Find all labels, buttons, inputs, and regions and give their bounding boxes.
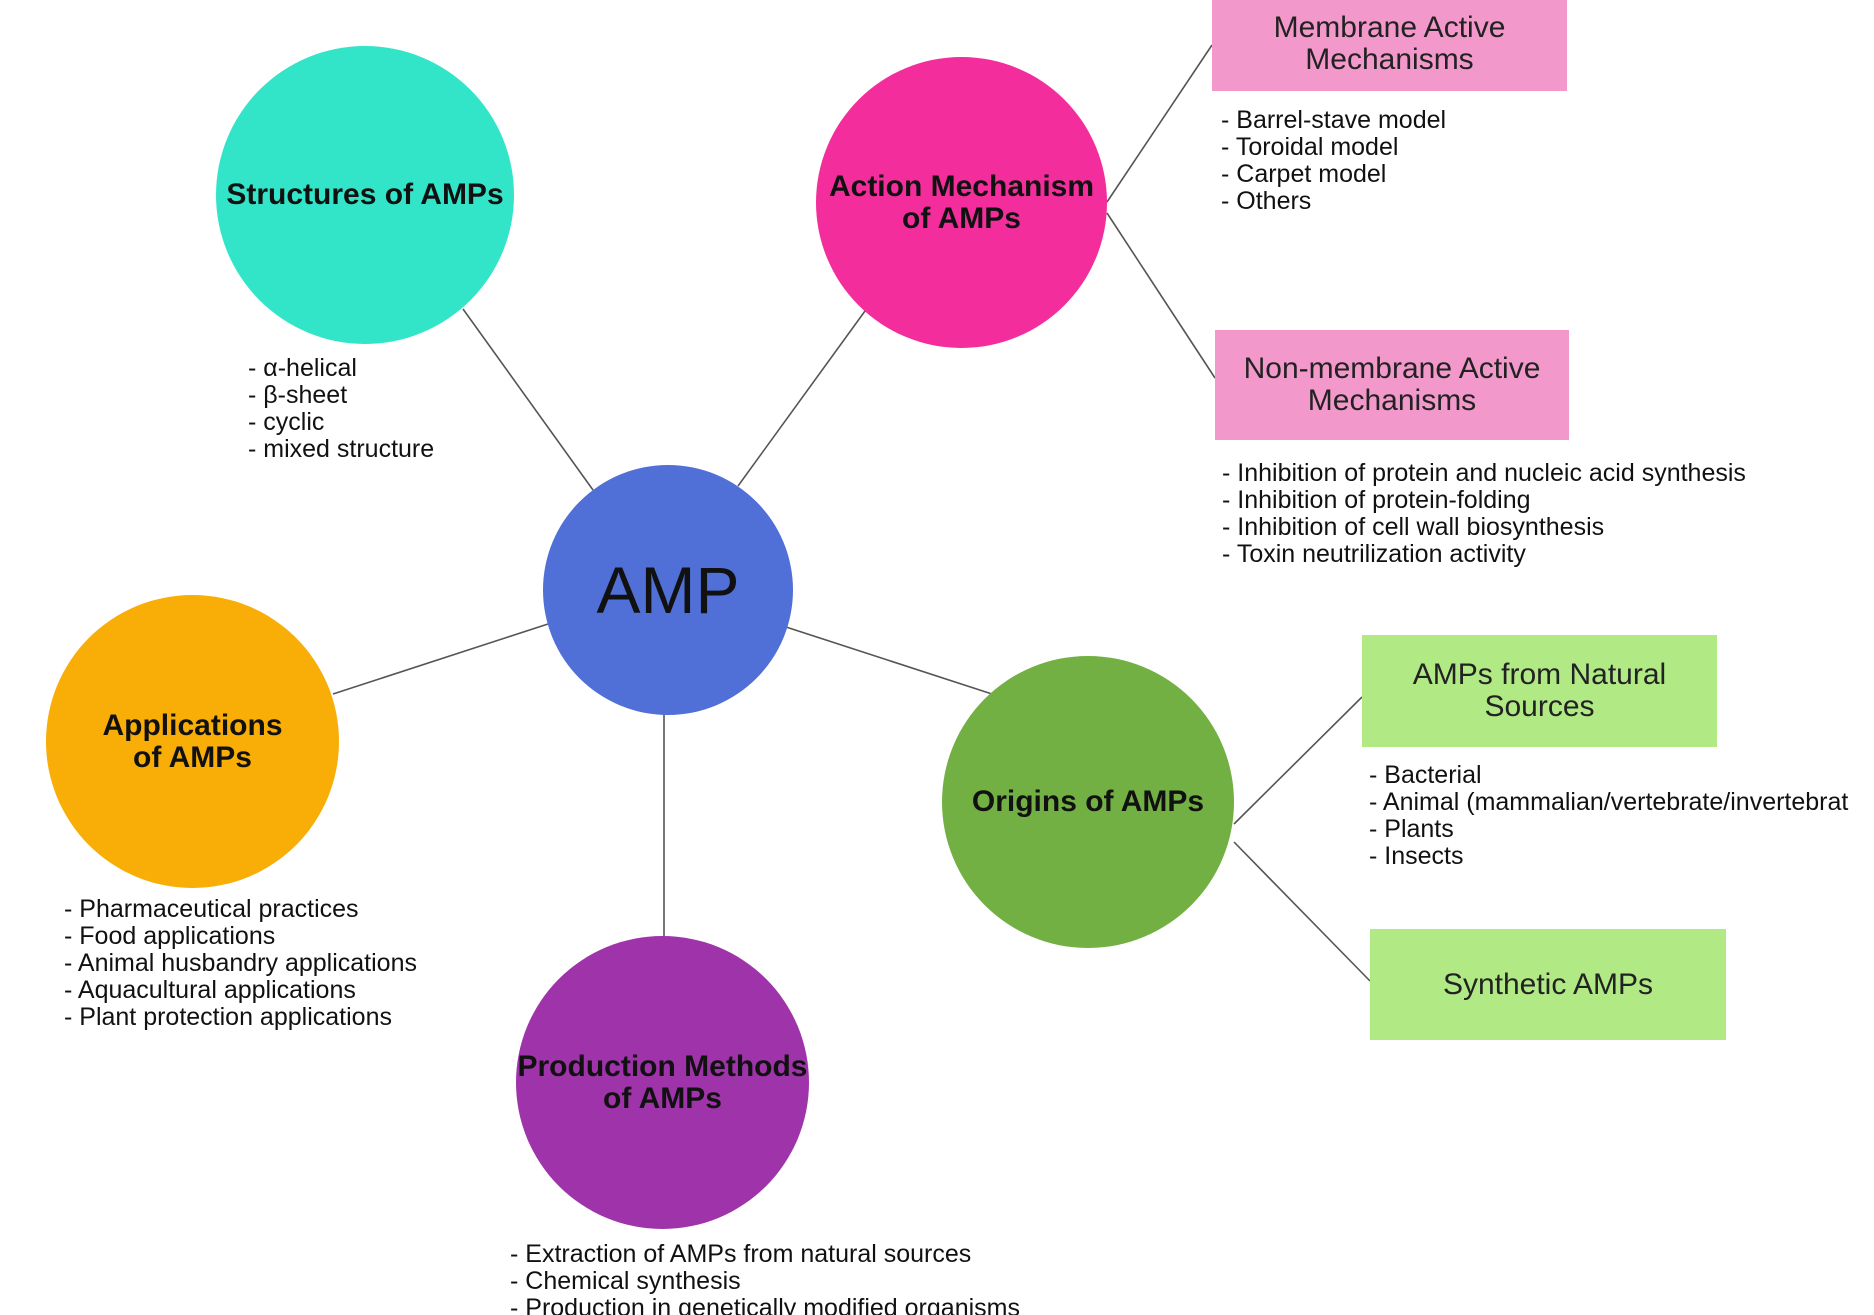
list-item: - cyclic	[248, 408, 325, 436]
connector-center-origins	[785, 626, 993, 695]
list-item: - Inhibition of protein-folding	[1222, 486, 1531, 514]
center-node-amp: AMP	[543, 465, 793, 715]
connector-origins-synthetic	[1233, 841, 1371, 982]
list-item: - Plants	[1369, 815, 1454, 843]
list-item: - Inhibition of cell wall biosynthesis	[1222, 513, 1605, 541]
list-item: - Pharmaceutical practices	[64, 895, 359, 923]
list-item: - Food applications	[64, 922, 276, 950]
connector-origins-natural	[1233, 696, 1363, 825]
applications-list: - Pharmaceutical practices - Food applic…	[64, 896, 417, 1031]
list-item: - Animal husbandry applications	[64, 949, 417, 977]
structures-list: - α-helical - β-sheet - cyclic - mixed s…	[248, 355, 434, 463]
connector-action-membrane	[1106, 44, 1213, 203]
structures-node: Structures of AMPs	[216, 46, 514, 344]
origins-node: Origins of AMPs	[942, 656, 1234, 948]
natural-sources-box: AMPs from Natural Sources	[1362, 635, 1717, 747]
list-item: - Toxin neutrilization activity	[1222, 540, 1526, 568]
applications-node: Applications of AMPs	[46, 595, 339, 888]
membrane-active-list: - Barrel-stave model - Toroidal model - …	[1221, 107, 1446, 215]
list-item: - Bacterial	[1369, 761, 1482, 789]
list-item: - Extraction of AMPs from natural source…	[510, 1240, 972, 1268]
connector-center-applications	[332, 623, 549, 695]
list-item: - β-sheet	[248, 381, 348, 409]
natural-sources-list: - Bacterial - Animal (mammalian/vertebra…	[1369, 762, 1848, 870]
origins-label: Origins of AMPs	[971, 785, 1205, 818]
connector-action-non-membrane	[1106, 212, 1216, 379]
list-item: - Insects	[1369, 842, 1464, 870]
connector-center-structures	[462, 308, 594, 491]
production-methods-label: Production Methods of AMPs	[517, 1049, 808, 1115]
list-item: - Others	[1221, 187, 1312, 215]
non-membrane-active-label: Non-membrane Active Mechanisms	[1243, 352, 1541, 417]
production-methods-list: - Extraction of AMPs from natural source…	[510, 1241, 1020, 1315]
synthetic-amps-box: Synthetic AMPs	[1370, 929, 1726, 1040]
list-item: - Aquacultural applications	[64, 976, 356, 1004]
center-label: AMP	[596, 553, 740, 627]
list-item: - Production in genetically modified org…	[510, 1294, 1020, 1315]
list-item: - Carpet model	[1221, 160, 1387, 188]
list-item: - Toroidal model	[1221, 133, 1399, 161]
list-item: - Plant protection applications	[64, 1003, 392, 1031]
non-membrane-active-list: - Inhibition of protein and nucleic acid…	[1222, 460, 1746, 568]
structures-label: Structures of AMPs	[226, 178, 504, 211]
list-item: - Animal (mammalian/vertebrate/invertebr…	[1369, 788, 1849, 816]
list-item: - mixed structure	[248, 435, 435, 463]
production-methods-node: Production Methods of AMPs	[516, 936, 809, 1229]
action-mechanism-node: Action Mechanism of AMPs	[816, 57, 1107, 348]
list-item: - Chemical synthesis	[510, 1267, 741, 1295]
membrane-active-label: Membrane Active Mechanisms	[1273, 10, 1506, 76]
list-item: - Barrel-stave model	[1221, 106, 1447, 134]
natural-sources-label: AMPs from Natural Sources	[1412, 658, 1667, 723]
action-mechanism-label: Action Mechanism of AMPs	[828, 169, 1095, 235]
list-item: - Inhibition of protein and nucleic acid…	[1222, 459, 1746, 487]
membrane-active-box: Membrane Active Mechanisms	[1212, 0, 1567, 91]
applications-label: Applications of AMPs	[102, 708, 283, 774]
list-item: - α-helical	[248, 354, 357, 382]
non-membrane-active-box: Non-membrane Active Mechanisms	[1215, 330, 1569, 440]
connector-center-action	[737, 310, 866, 487]
synthetic-amps-label: Synthetic AMPs	[1442, 967, 1654, 1001]
